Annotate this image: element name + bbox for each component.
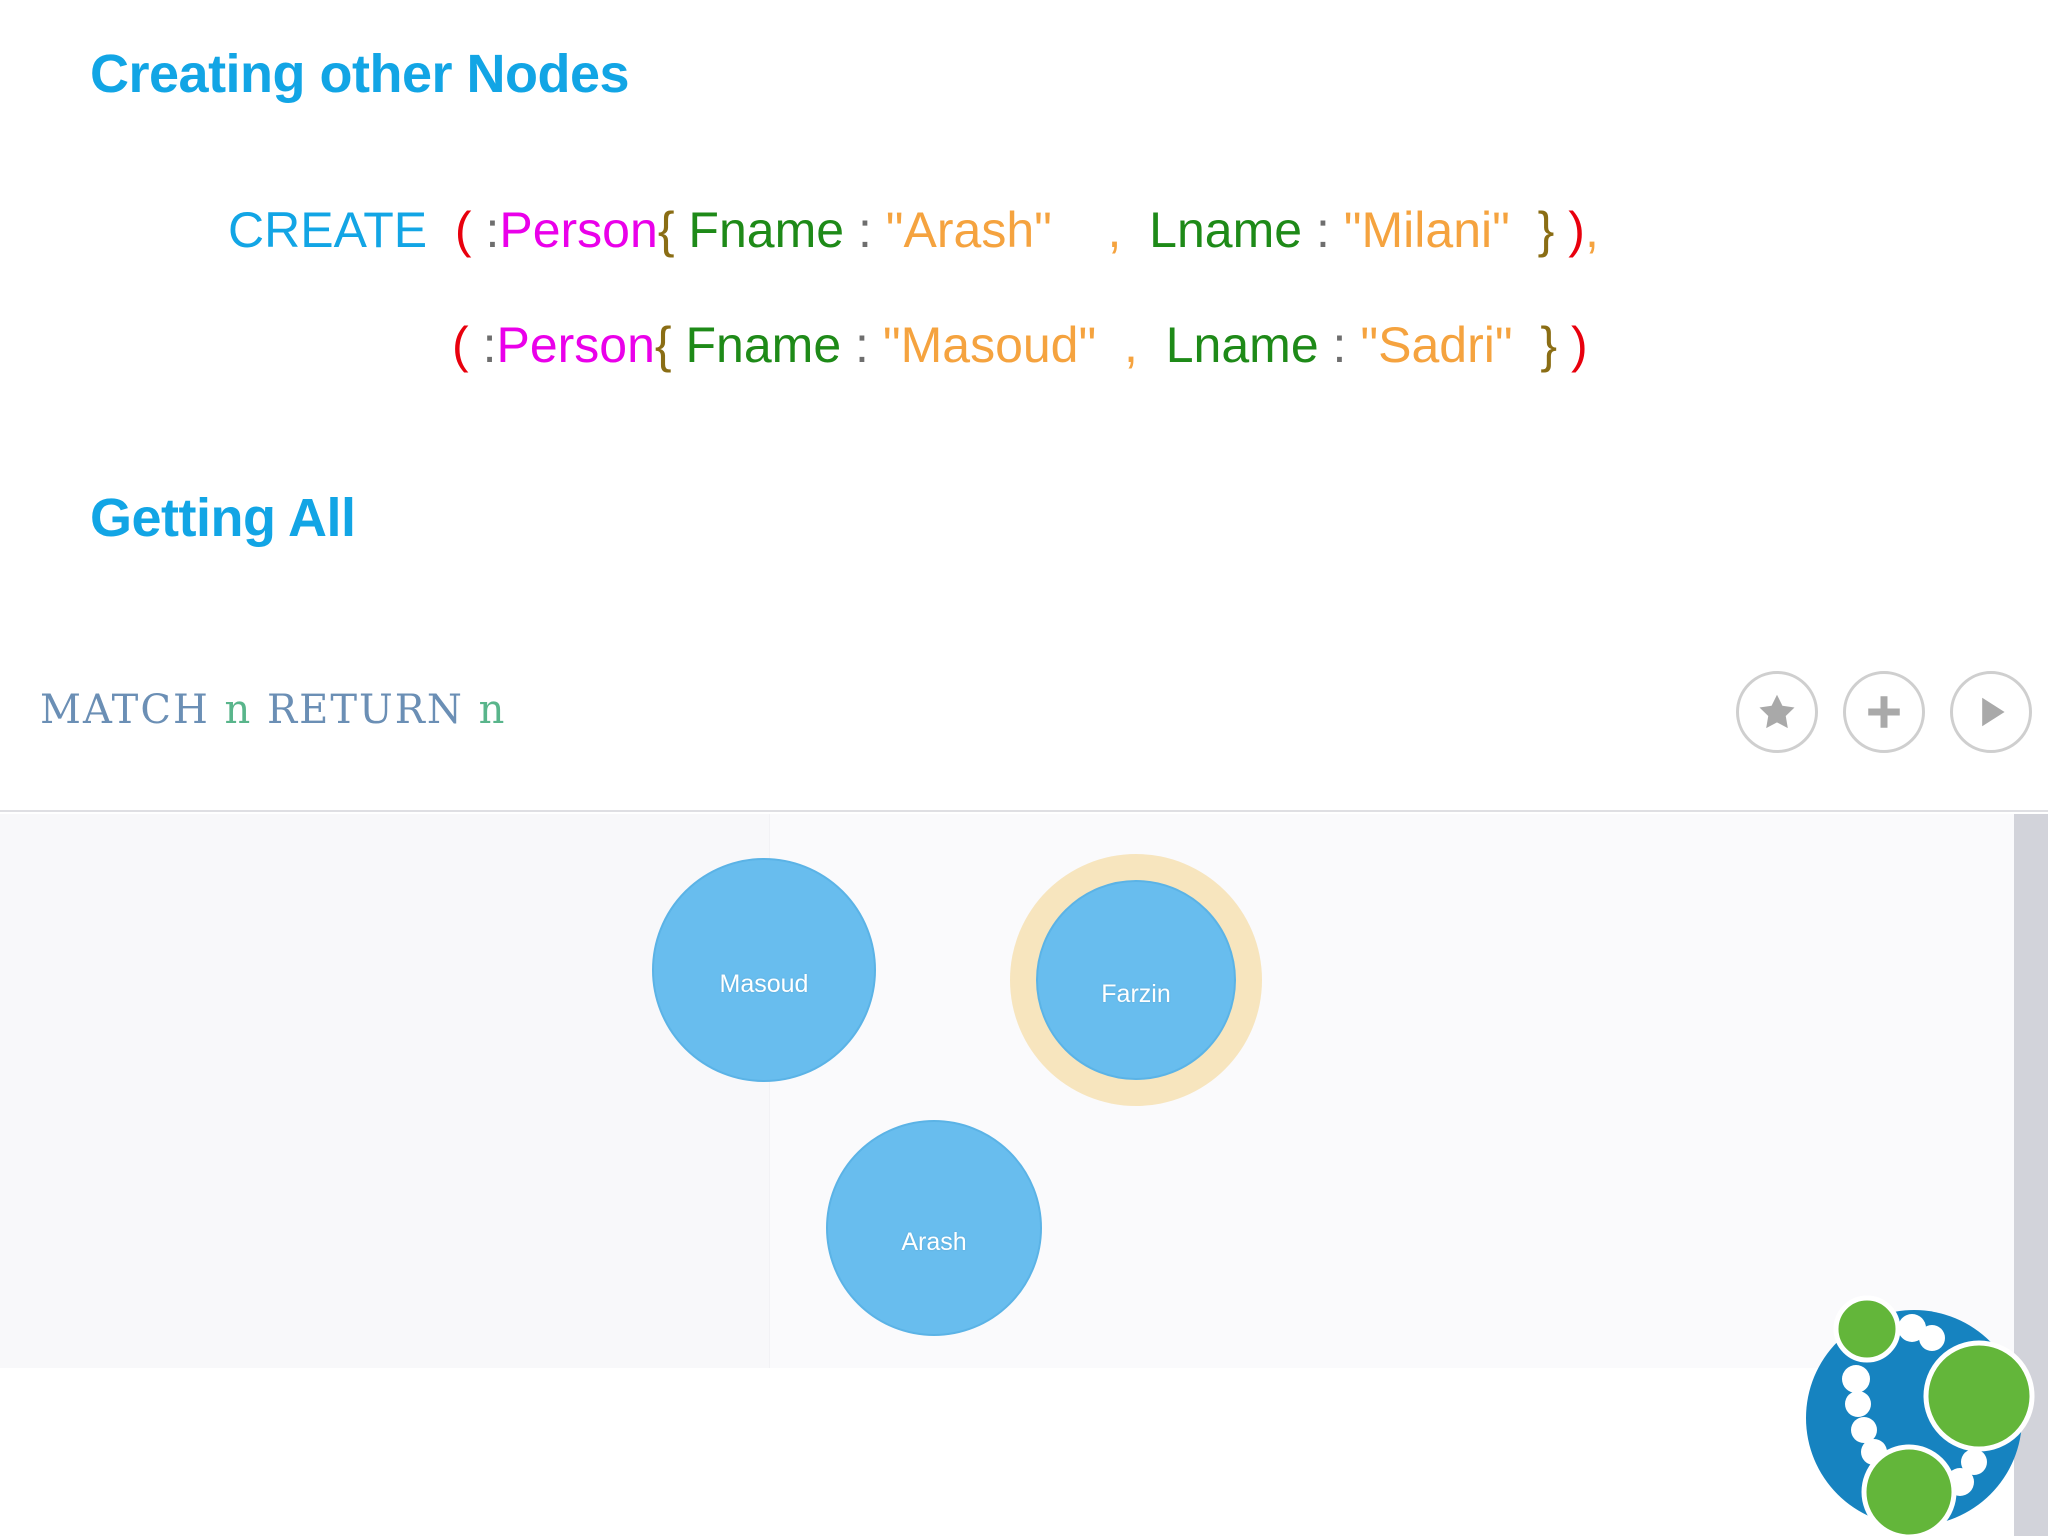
cypher-node-label-2: Person [496, 317, 655, 373]
query-variable-n-1: n [224, 687, 253, 733]
cypher-keyword-create: CREATE [228, 202, 428, 258]
star-icon [1755, 690, 1799, 734]
code-gap [1330, 202, 1344, 258]
graph-panel-left-region [0, 814, 770, 1368]
code-gap [1096, 317, 1124, 373]
cypher-property-fname-2: Fname [685, 317, 842, 373]
query-gap [210, 687, 225, 733]
cypher-create-line-2: ( :Person{ Fname : "Masoud" , Lname : "S… [452, 320, 1588, 370]
cypher-trailing-comma: , [1584, 202, 1599, 258]
page-title-creating-other-nodes: Creating other Nodes [90, 44, 630, 104]
query-keyword-match: MATCH [40, 687, 210, 733]
code-gap [472, 202, 486, 258]
run-button[interactable] [1950, 671, 2032, 753]
code-gap [1554, 202, 1568, 258]
code-gap [672, 317, 686, 373]
cypher-close-paren: ) [1568, 202, 1585, 258]
query-editor-actions [1736, 671, 2032, 753]
cypher-comma: , [1107, 202, 1122, 258]
cypher-value-lname: "Milani" [1343, 202, 1510, 258]
code-gap [469, 317, 483, 373]
cypher-comma-2: , [1124, 317, 1138, 373]
query-gap [464, 687, 479, 733]
play-icon [1969, 690, 2013, 734]
add-button[interactable] [1843, 671, 1925, 753]
cypher-open-brace: { [657, 202, 675, 258]
code-gap [1346, 317, 1360, 373]
code-gap [844, 202, 858, 258]
code-gap [1302, 202, 1316, 258]
graph-node-label: Farzin [1101, 979, 1171, 1008]
cypher-close-brace-2: } [1540, 317, 1558, 373]
query-gap [252, 687, 267, 733]
cypher-property-fname: Fname [688, 202, 845, 258]
query-editor-bar[interactable]: MATCH n RETURN n [0, 625, 2048, 812]
neo4j-logo [1804, 1286, 2040, 1536]
code-gap [1138, 317, 1166, 373]
code-gap [675, 202, 689, 258]
cypher-property-colon-4: : [1332, 317, 1347, 373]
page-title-getting-all: Getting All [90, 488, 356, 548]
cypher-open-paren-2: ( [452, 317, 469, 373]
favorite-button[interactable] [1736, 671, 1818, 753]
code-gap [1557, 317, 1571, 373]
cypher-property-lname-2: Lname [1165, 317, 1319, 373]
graph-node-label: Masoud [719, 969, 809, 998]
cypher-value-fname: "Arash" [885, 202, 1052, 258]
graph-node-masoud[interactable]: Masoud [652, 858, 876, 1082]
code-gap [1510, 202, 1538, 258]
query-keyword-return: RETURN [267, 687, 464, 733]
cypher-value-lname-2: "Sadri" [1360, 317, 1513, 373]
code-gap [427, 202, 455, 258]
cypher-property-lname: Lname [1149, 202, 1303, 258]
code-gap [1319, 317, 1333, 373]
code-gap [869, 317, 883, 373]
code-gap [872, 202, 886, 258]
cypher-open-brace-2: { [654, 317, 672, 373]
cypher-close-paren-2: ) [1571, 317, 1588, 373]
cypher-label-colon: : [485, 202, 500, 258]
code-gap [1052, 202, 1108, 258]
query-input[interactable]: MATCH n RETURN n [40, 687, 506, 733]
cypher-create-line-1: CREATE ( :Person{ Fname : "Arash" , Lnam… [228, 205, 1599, 255]
graph-node-label: Arash [901, 1227, 967, 1256]
graph-node-arash[interactable]: Arash [826, 1120, 1042, 1336]
code-gap [1121, 202, 1149, 258]
cypher-property-colon: : [857, 202, 872, 258]
cypher-node-label: Person [499, 202, 658, 258]
plus-icon [1862, 690, 1906, 734]
cypher-open-paren: ( [454, 202, 472, 258]
code-gap [841, 317, 855, 373]
cypher-value-fname-2: "Masoud" [882, 317, 1097, 373]
cypher-label-colon-2: : [482, 317, 497, 373]
graph-node-farzin[interactable]: Farzin [1036, 880, 1236, 1080]
cypher-close-brace: } [1537, 202, 1555, 258]
cypher-property-colon-3: : [855, 317, 869, 373]
query-variable-n-2: n [478, 687, 507, 733]
code-gap [1513, 317, 1541, 373]
cypher-property-colon-2: : [1315, 202, 1330, 258]
